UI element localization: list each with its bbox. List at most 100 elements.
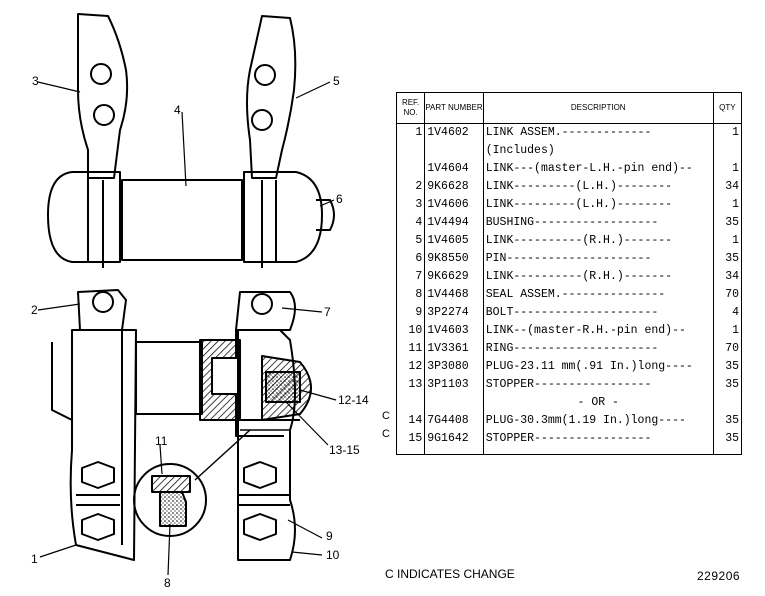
callout-12-14: 12-14 — [338, 393, 369, 407]
ref-cell: 2 — [395, 178, 426, 196]
qty-cell: 35 — [712, 430, 743, 455]
qty-cell: 34 — [712, 178, 743, 196]
part-number-cell: 1V4602 — [424, 123, 484, 142]
description-cell: BOLT--------------------- — [482, 304, 714, 322]
description-cell: PLUG-30.3mm(1.19 In.)long---- — [482, 412, 714, 430]
part-number-cell: 1V4468 — [424, 286, 484, 304]
callout-4: 4 — [174, 103, 181, 117]
qty-cell: 34 — [712, 268, 743, 286]
part-number-cell — [424, 142, 484, 160]
ref-cell: 14 — [395, 412, 426, 430]
qty-cell: 35 — [712, 214, 743, 232]
part-number-cell: 7G4408 — [424, 412, 484, 430]
callout-11: 11 — [155, 434, 168, 448]
bushing-4 — [47, 171, 335, 263]
qty-cell: 4 — [712, 304, 743, 322]
part-number-cell: 9K6629 — [424, 268, 484, 286]
description-cell: LINK---------(L.H.)-------- — [482, 178, 714, 196]
part-number-cell: 1V4606 — [424, 196, 484, 214]
description-cell: LINK---------(L.H.)-------- — [482, 196, 714, 214]
callout-3: 3 — [32, 74, 39, 88]
ref-cell: 7 — [395, 268, 426, 286]
callout-8: 8 — [164, 576, 171, 590]
header-ref-no: REF. NO. — [395, 92, 426, 124]
ref-cell: 5 — [395, 232, 426, 250]
ref-cell — [395, 142, 426, 160]
part-number-cell: 1V3361 — [424, 340, 484, 358]
change-footnote: C INDICATES CHANGE — [385, 567, 515, 581]
description-cell: STOPPER----------------- — [482, 430, 714, 455]
callout-13-15: 13-15 — [329, 443, 360, 457]
link-7-middle-right — [235, 291, 296, 331]
part-number-cell: 3P1103 — [424, 376, 484, 394]
part-number-cell: 3P2274 — [424, 304, 484, 322]
part-number-cell: 3P3080 — [424, 358, 484, 376]
part-number-cell: 1V4604 — [424, 160, 484, 178]
part-number-cell: 1V4605 — [424, 232, 484, 250]
seal-detail-circle — [133, 429, 251, 537]
part-number-cell: 9K8550 — [424, 250, 484, 268]
description-cell: PIN--------------------- — [482, 250, 714, 268]
qty-cell: 1 — [712, 232, 743, 250]
part-number-cell: 9G1642 — [424, 430, 484, 455]
change-marker-row-14: C — [382, 410, 390, 422]
description-cell: BUSHING------------------ — [482, 214, 714, 232]
description-cell: (Includes) — [482, 142, 714, 160]
callout-5: 5 — [333, 74, 340, 88]
qty-cell: 1 — [712, 196, 743, 214]
callout-9: 9 — [326, 529, 333, 543]
table-header-row: REF. NO. PART NUMBER DESCRIPTION QTY — [395, 92, 743, 124]
qty-cell — [712, 394, 743, 412]
ref-cell: 13 — [395, 376, 426, 394]
lower-assembly — [51, 329, 312, 561]
ref-cell: 1 — [395, 123, 426, 142]
qty-cell: 35 — [712, 376, 743, 394]
description-cell: - OR - — [482, 394, 714, 412]
part-number-cell: 1V4603 — [424, 322, 484, 340]
callout-2: 2 — [31, 303, 38, 317]
track-link-assembly-drawing — [37, 13, 337, 576]
qty-cell: 1 — [712, 160, 743, 178]
ref-cell: 10 — [395, 322, 426, 340]
ref-cell — [395, 394, 426, 412]
part-number-cell — [424, 394, 484, 412]
change-marker-row-15: C — [382, 428, 390, 440]
qty-cell: 70 — [712, 340, 743, 358]
qty-cell: 35 — [712, 412, 743, 430]
part-number-cell: 1V4494 — [424, 214, 484, 232]
description-cell: RING--------------------- — [482, 340, 714, 358]
ref-cell: 15 — [395, 430, 426, 455]
callout-10: 10 — [326, 548, 340, 562]
qty-cell: 1 — [712, 322, 743, 340]
ref-cell: 8 — [395, 286, 426, 304]
description-cell: LINK---(master-L.H.-pin end)-- — [482, 160, 714, 178]
callout-1: 1 — [31, 552, 38, 566]
description-cell: SEAL ASSEM.--------------- — [482, 286, 714, 304]
figure-number: 229206 — [697, 569, 741, 583]
ref-cell: 4 — [395, 214, 426, 232]
table-row: (Includes) — [395, 142, 743, 160]
link-2-middle-left — [77, 289, 127, 331]
description-cell: LINK--(master-R.H.-pin end)-- — [482, 322, 714, 340]
description-cell: LINK----------(R.H.)------- — [482, 268, 714, 286]
header-part-number: PART NUMBER — [424, 92, 484, 124]
header-description: DESCRIPTION — [482, 92, 714, 124]
